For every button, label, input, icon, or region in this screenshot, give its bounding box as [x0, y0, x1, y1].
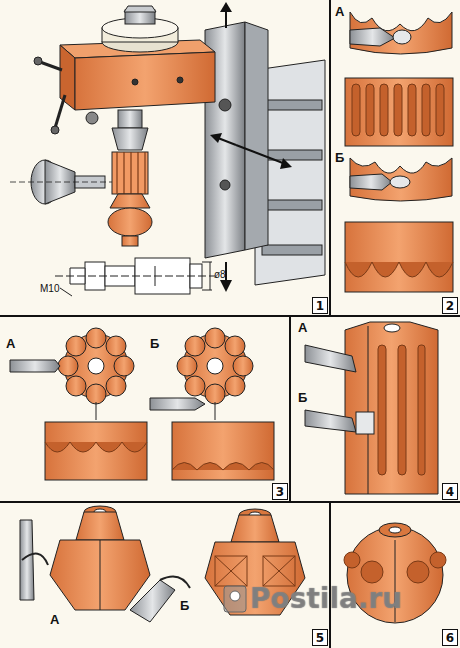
variant-letter: А: [298, 320, 307, 335]
panel-number: 3: [272, 483, 288, 500]
panel-number-text: 4: [446, 485, 454, 499]
panel-number-text: 6: [446, 631, 454, 645]
panel-number: 2: [442, 297, 458, 314]
variant-letter: А: [335, 4, 344, 19]
variant-letter: Б: [298, 390, 307, 405]
panel-number: 6: [442, 629, 458, 646]
panel-number-text: 5: [316, 631, 324, 645]
panel-number-text: 3: [276, 485, 284, 499]
variant-letter: А: [6, 336, 15, 351]
dimension-label: ø8: [214, 269, 226, 280]
variant-letter: А: [50, 612, 59, 627]
fluted-column-panel: [305, 322, 438, 494]
panel-number: 1: [312, 297, 328, 314]
panel-number: 4: [442, 483, 458, 500]
variant-letter: Б: [335, 150, 344, 165]
panel-number: 5: [312, 629, 328, 646]
watermark-logo: [224, 586, 246, 612]
rosette-panel: [10, 328, 274, 480]
panel-number-text: 2: [446, 299, 454, 313]
panel-number-text: 1: [316, 299, 324, 313]
watermark: Postila.ru: [250, 582, 402, 615]
variant-letter: Б: [180, 598, 189, 613]
dimension-label: М10: [40, 283, 59, 294]
milling-attachment: [10, 2, 325, 296]
profile-cutting-panel: [345, 12, 453, 292]
variant-letter: Б: [150, 336, 159, 351]
